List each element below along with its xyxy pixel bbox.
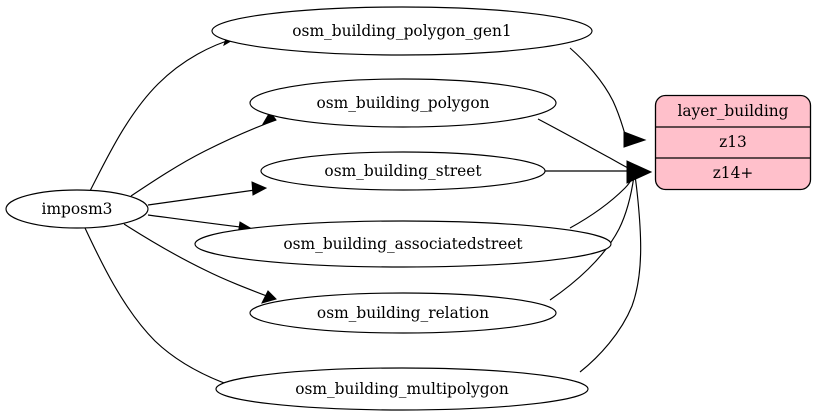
record-row-title-label: layer_building — [677, 102, 788, 120]
edge-polygon-gen1-to-z13-tail — [625, 137, 631, 141]
edge-polygon-gen1-to-z13 — [569, 47, 627, 139]
node-osm-building-polygon-shape[interactable] — [249, 78, 557, 128]
node-layer-building[interactable]: layer_building z13 z14+ — [654, 94, 812, 191]
node-osm-building-relation[interactable]: osm_building_relation — [249, 292, 557, 334]
edge-imposm3-to-street — [147, 188, 263, 206]
node-osm-building-street-label: osm_building_street — [324, 162, 482, 180]
edge-imposm3-to-associatedstreet — [147, 214, 249, 229]
node-osm-building-multipolygon[interactable]: osm_building_multipolygon — [215, 367, 589, 411]
node-osm-building-polygon-label: osm_building_polygon — [316, 94, 489, 112]
record-row-z14plus-label: z14+ — [713, 164, 754, 182]
arrowhead-z14plus — [626, 160, 653, 184]
edge-associatedstreet-to-z14plus — [569, 174, 635, 229]
node-osm-building-associatedstreet[interactable]: osm_building_associatedstreet — [194, 220, 612, 268]
node-osm-building-polygon[interactable]: osm_building_polygon — [249, 78, 557, 128]
node-osm-building-relation-shape[interactable] — [249, 292, 557, 334]
node-osm-building-street-shape[interactable] — [260, 151, 546, 191]
edge-multipolygon-to-z14plus — [579, 175, 642, 373]
edge-imposm3-to-polygon-gen1 — [89, 37, 237, 192]
node-osm-building-polygon-gen1[interactable]: osm_building_polygon_gen1 — [211, 6, 593, 56]
node-osm-building-associatedstreet-shape[interactable] — [194, 220, 612, 268]
node-osm-building-multipolygon-label: osm_building_multipolygon — [295, 380, 509, 398]
node-osm-building-associatedstreet-label: osm_building_associatedstreet — [283, 235, 523, 253]
edge-imposm3-to-polygon — [130, 119, 277, 197]
edge-imposm3-to-multipolygon — [84, 227, 239, 389]
node-osm-building-multipolygon-shape[interactable] — [215, 367, 589, 411]
node-layer-building-box[interactable] — [654, 94, 812, 191]
record-row-z13-label: z13 — [719, 133, 747, 151]
edge-imposm3-to-relation — [123, 223, 273, 299]
arrowhead-street — [251, 181, 268, 196]
arrowhead-z13 — [623, 131, 647, 148]
node-osm-building-polygon-gen1-label: osm_building_polygon_gen1 — [292, 22, 511, 40]
node-osm-building-relation-label: osm_building_relation — [317, 304, 489, 322]
node-imposm3-shape[interactable] — [5, 189, 149, 229]
edge-polygon-to-z14plus — [537, 118, 631, 170]
node-osm-building-street[interactable]: osm_building_street — [260, 151, 546, 191]
edge-group-tables-to-layer — [537, 47, 653, 373]
node-imposm3[interactable]: imposm3 — [5, 189, 149, 229]
arrowhead-relation — [261, 290, 277, 304]
node-imposm3-label: imposm3 — [42, 200, 113, 218]
edge-relation-to-z14plus — [549, 175, 635, 301]
node-osm-building-polygon-gen1-shape[interactable] — [211, 6, 593, 56]
